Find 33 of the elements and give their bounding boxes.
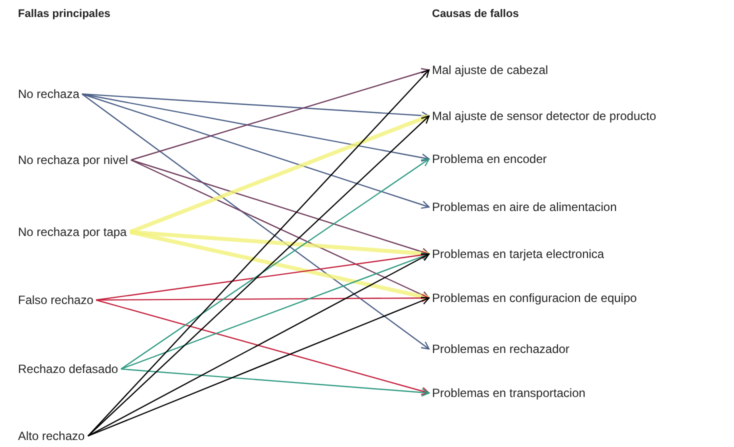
node-label: Problema en encoder: [432, 151, 547, 167]
node-label: Alto rechazo: [18, 428, 85, 444]
node-label: Problemas en configuracion de equipo: [432, 290, 637, 306]
node-label: Mal ajuste de cabezal: [432, 62, 548, 78]
arrow: [82, 94, 430, 350]
column-heading: Fallas principales: [18, 8, 110, 20]
arrow: [120, 158, 430, 370]
node-label: Falso rechazo: [18, 292, 94, 308]
arrow: [130, 230, 430, 258]
arrow: [129, 114, 430, 234]
arrow: [88, 296, 430, 437]
node-label: No rechaza por tapa: [18, 224, 127, 240]
arrow: [88, 253, 430, 437]
node-label: Problemas en tarjeta electronica: [432, 246, 604, 262]
arrow: [120, 252, 430, 370]
node-label: Problemas en rechazador: [432, 341, 570, 357]
arrow: [96, 250, 430, 301]
column-heading: Causas de fallos: [432, 8, 519, 20]
arrow: [130, 68, 430, 161]
node-label: Rechazo defasado: [18, 361, 118, 377]
arrow: [120, 368, 430, 397]
node-label: Problemas en transportacion: [432, 385, 586, 401]
arrow: [96, 294, 430, 302]
arrow: [82, 93, 430, 209]
node-label: No rechaza por nivel: [18, 152, 128, 168]
arrow: [130, 230, 430, 301]
node-label: Mal ajuste de sensor detector de producto: [432, 108, 656, 124]
arrow: [96, 299, 430, 396]
arrow: [130, 159, 430, 299]
node-label: No rechaza: [18, 86, 80, 102]
arrow: [130, 159, 430, 256]
node-label: Problemas en aire de alimentacion: [432, 199, 617, 215]
arrow: [82, 93, 430, 162]
